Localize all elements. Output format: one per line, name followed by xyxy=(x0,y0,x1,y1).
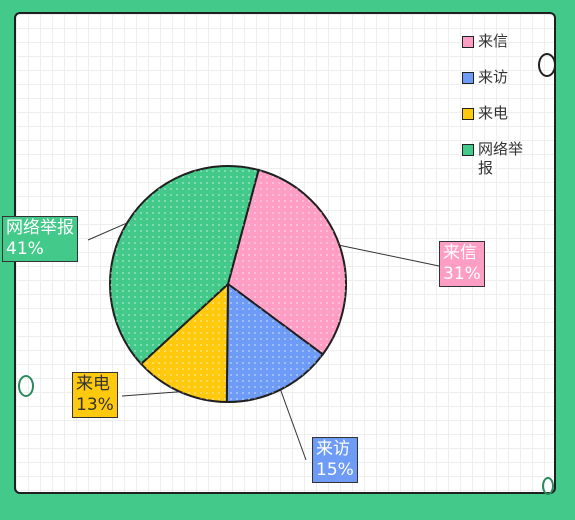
leader-line-3 xyxy=(87,222,128,241)
data-label-category: 来访 xyxy=(316,439,350,459)
legend-item-laifang: 来访 xyxy=(462,68,552,87)
data-label-wangluojubao: 网络举报 41% xyxy=(2,216,78,262)
legend-item-laixin: 来信 xyxy=(462,32,552,51)
pie-slice-texture xyxy=(110,165,259,364)
data-label-category: 来电 xyxy=(76,374,110,394)
legend-label: 来访 xyxy=(478,68,509,86)
data-label-laifang: 来访 15% xyxy=(312,437,358,483)
leader-line-0 xyxy=(339,244,440,267)
pie-slice-3 xyxy=(109,165,260,366)
legend-swatch xyxy=(462,72,474,84)
legend-label: 来信 xyxy=(478,32,509,50)
data-label-value: 15% xyxy=(316,460,354,480)
pie-slice-0 xyxy=(226,168,347,356)
leader-line-2 xyxy=(121,391,181,397)
data-label-category: 网络举报 xyxy=(6,218,74,238)
pie-slice-texture xyxy=(226,284,323,402)
data-label-value: 13% xyxy=(76,395,114,415)
legend-label: 来电 xyxy=(478,104,509,122)
data-label-value: 41% xyxy=(6,239,44,259)
legend-label: 网络举报 xyxy=(478,140,524,177)
pie-slice-1 xyxy=(225,282,325,403)
doodle-circle-decoration xyxy=(18,375,34,397)
legend-item-wangluojubao: 网络举报 xyxy=(462,140,552,178)
legend-item-laidian: 来电 xyxy=(462,104,552,123)
pie-slice-2 xyxy=(139,281,230,404)
pie-slice-texture xyxy=(228,170,346,355)
chart-legend: 来信 来访 来电 网络举报 xyxy=(462,32,552,195)
leader-line-1 xyxy=(280,389,307,461)
data-label-laidian: 来电 13% xyxy=(72,372,118,418)
doodle-circle-decoration xyxy=(542,477,554,495)
data-label-value: 31% xyxy=(443,264,481,284)
data-label-category: 来信 xyxy=(443,243,477,263)
legend-swatch xyxy=(462,108,474,120)
legend-swatch xyxy=(462,144,474,156)
doodle-circle-decoration xyxy=(538,53,556,77)
data-label-laixin: 来信 31% xyxy=(439,241,485,287)
pie-slice-texture xyxy=(141,284,228,402)
legend-swatch xyxy=(462,36,474,48)
